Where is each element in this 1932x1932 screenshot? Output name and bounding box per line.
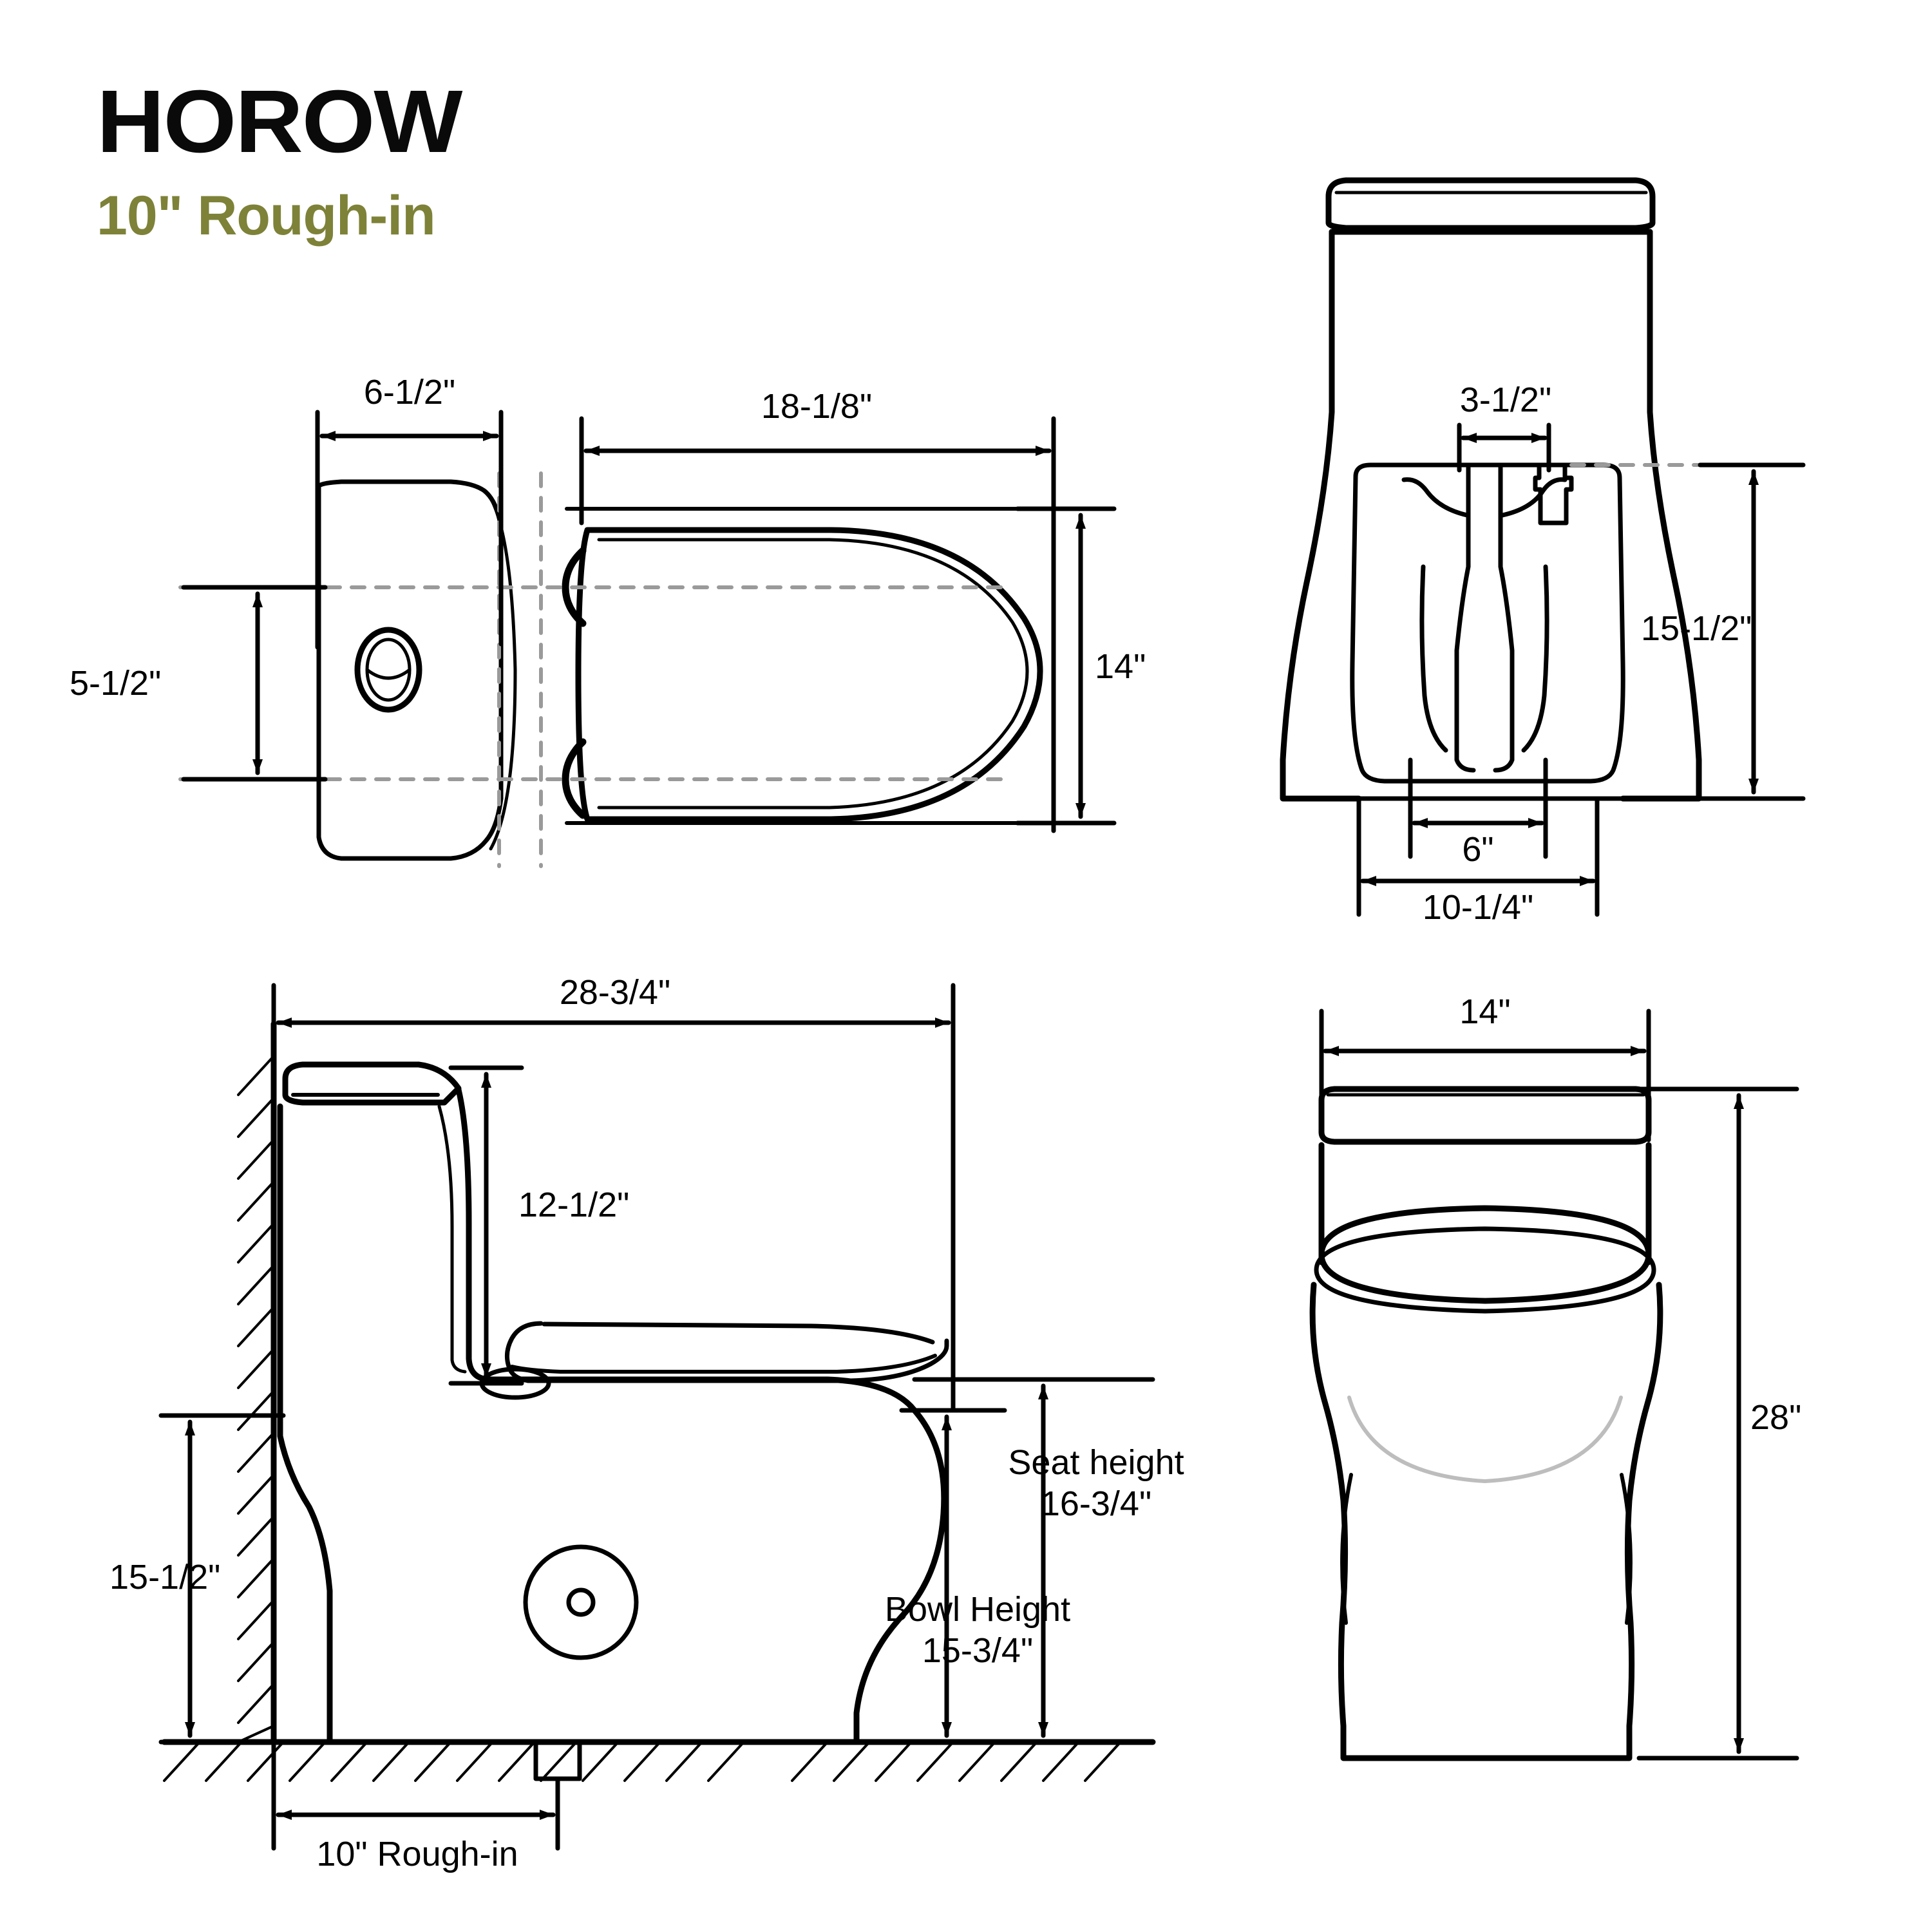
dim-overall-height: 28"	[1750, 1398, 1802, 1437]
dim-tank-height: 12-1/2"	[518, 1186, 630, 1224]
tank-lid-front	[1318, 1086, 1652, 1145]
tank-front-inner-side	[437, 1104, 467, 1374]
tank-lid-side	[282, 1061, 462, 1106]
tank-left-profile-rear	[1280, 229, 1362, 802]
seat-ring-side	[510, 1354, 937, 1374]
rear-dimension-lines	[1356, 422, 1806, 917]
bowl-inner-shade-front	[1347, 1396, 1623, 1483]
top-plan-view	[316, 479, 1043, 861]
side-access-cap-inner	[566, 1587, 596, 1617]
bowl-rim-top-side	[485, 1376, 918, 1414]
flush-button-split-icon	[365, 668, 412, 680]
dim-bowl-rear-height: 15-1/2"	[1641, 609, 1752, 648]
plan-dimension-lines	[181, 410, 1117, 833]
dim-tank-width: 14"	[1459, 992, 1511, 1031]
tank-rear-profile-side	[277, 1103, 333, 1745]
seat-lid-ellipse-front	[1318, 1205, 1652, 1304]
seat-bolt-lug-left	[562, 547, 587, 627]
pedestal-crease-right	[1620, 1473, 1633, 1625]
water-supply-inlet-icon	[1533, 462, 1574, 526]
flush-button-inner-icon	[365, 638, 412, 702]
rear-panel-outline	[1350, 462, 1625, 784]
floor-hatching	[163, 1741, 1122, 1782]
trapway-left	[1454, 465, 1476, 773]
dim-bolt-spread: 5-1/2"	[70, 664, 162, 703]
bowl-body-front	[1309, 1282, 1663, 1761]
tank-front-profile-side	[455, 1086, 491, 1383]
toilet-lid-top-side	[542, 1321, 935, 1345]
dim-foot-spread: 6"	[1462, 830, 1494, 869]
flush-button-outer-icon	[354, 627, 422, 713]
trapway-bulge-right	[1521, 564, 1549, 753]
toilet-lid-side	[504, 1321, 949, 1383]
side-access-cap-outer	[523, 1544, 639, 1660]
dim-bowl-width-plan: 14"	[1095, 647, 1146, 686]
trapway-bulge-left	[1419, 564, 1448, 753]
plan-centerlines	[178, 471, 1007, 868]
wall-hatching	[237, 1055, 275, 1743]
pedestal-crease-left	[1340, 1473, 1353, 1625]
seat-lid-outline-plan	[575, 527, 1043, 822]
dim-supply-inlet-offset: 3-1/2"	[1459, 381, 1552, 419]
brand-block: HOROW 10" Rough-in	[97, 77, 462, 247]
dim-tank-depth: 6-1/2"	[363, 373, 456, 412]
dim-base-width: 10-1/4"	[1422, 888, 1534, 927]
seat-ring-ellipse-front	[1314, 1226, 1656, 1314]
tank-lid-rear	[1325, 177, 1656, 231]
seat-bolt-lug-right	[562, 738, 587, 819]
tank-right-profile-rear	[1620, 229, 1702, 802]
seat-lid-inner-plan	[597, 538, 1029, 810]
dim-overall-depth: 28-3/4"	[559, 973, 671, 1012]
horow-logo: HOROW	[97, 72, 462, 171]
dim-bowl-length: 18-1/8"	[761, 387, 873, 426]
front-dimension-lines	[1319, 1009, 1799, 1761]
dim-rough-in: 10" Rough-in	[316, 1835, 518, 1873]
rough-in-subtitle: 10" Rough-in	[97, 185, 436, 247]
front-elevation-view	[1309, 1086, 1663, 1761]
dim-tank-back-height: 15-1/2"	[109, 1558, 221, 1596]
trapway-right	[1493, 465, 1515, 773]
trapway-shoulder-left	[1401, 477, 1470, 518]
bowl-front-profile-side	[853, 1407, 947, 1745]
side-dimension-lines	[158, 983, 1155, 1851]
rear-view	[1280, 177, 1702, 802]
trapway-shoulder-right	[1500, 477, 1567, 518]
